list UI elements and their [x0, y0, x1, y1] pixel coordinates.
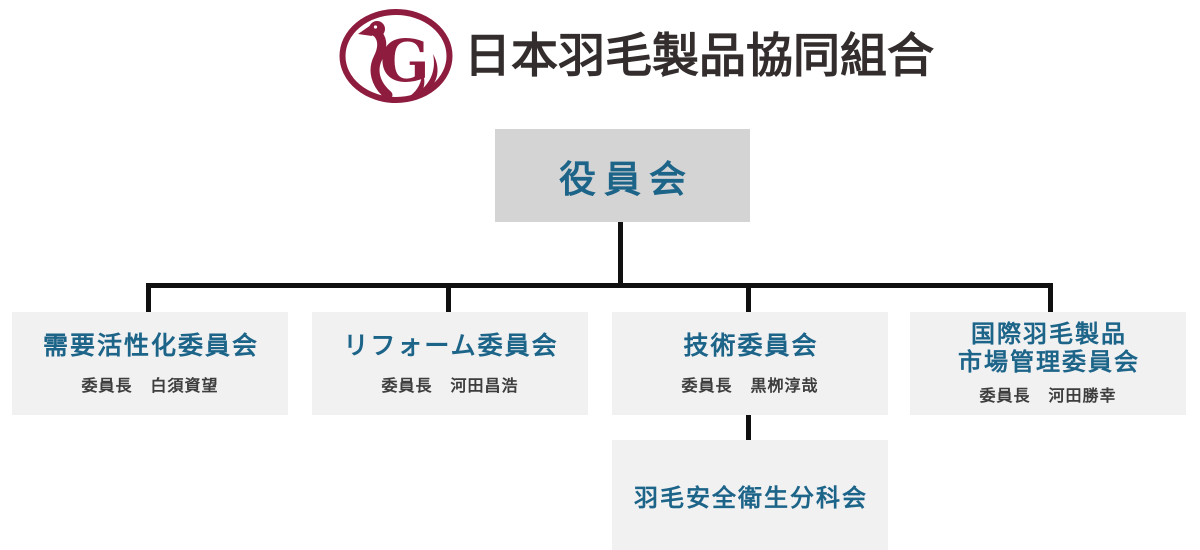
committee-chair: 委員長黒栁淳哉	[681, 372, 818, 396]
committee-box-technical: 技術委員会 委員長黒栁淳哉	[612, 312, 888, 415]
committee-chair: 委員長河田昌浩	[381, 372, 518, 396]
chair-name: 河田勝幸	[1048, 388, 1117, 405]
committee-box-demand-activation: 需要活性化委員会 委員長白須資望	[12, 312, 288, 415]
board-box: 役員会	[495, 129, 750, 222]
chair-name: 黒栁淳哉	[750, 377, 819, 395]
chair-label: 委員長	[681, 377, 733, 395]
chair-name: 河田昌浩	[450, 377, 519, 395]
brand-header: G 日本羽毛製品協同組合	[338, 8, 934, 104]
connector-drop-1	[146, 283, 151, 312]
chair-label: 委員長	[381, 377, 433, 395]
connector-horizontal	[146, 283, 1053, 288]
chair-label: 委員長	[979, 388, 1031, 405]
connector-drop-3	[746, 283, 751, 312]
swan-logo-icon: G	[339, 9, 453, 103]
committee-title: 技術委員会	[683, 331, 819, 360]
committee-box-international-market: 国際羽毛製品 市場管理委員会 委員長河田勝幸	[910, 312, 1186, 415]
org-name: 日本羽毛製品協同組合	[464, 28, 934, 84]
connector-subcommittee	[746, 415, 751, 440]
subcommittee-title: 羽毛安全衛生分科会	[634, 484, 868, 512]
subcommittee-box-feather-safety: 羽毛安全衛生分科会	[612, 440, 888, 550]
connector-drop-4	[1048, 283, 1053, 312]
committee-box-reform: リフォーム委員会 委員長河田昌浩	[312, 312, 588, 415]
chair-label: 委員長	[81, 377, 133, 395]
connector-board-stem	[618, 222, 623, 285]
committee-title: 需要活性化委員会	[42, 331, 259, 360]
committee-title: 国際羽毛製品 市場管理委員会	[958, 321, 1140, 376]
committee-chair: 委員長白須資望	[81, 372, 218, 396]
board-label: 役員会	[559, 158, 694, 200]
committee-chair: 委員長河田勝幸	[979, 382, 1116, 406]
connector-drop-2	[446, 283, 451, 312]
chair-name: 白須資望	[150, 377, 219, 395]
committee-title: リフォーム委員会	[343, 331, 559, 360]
